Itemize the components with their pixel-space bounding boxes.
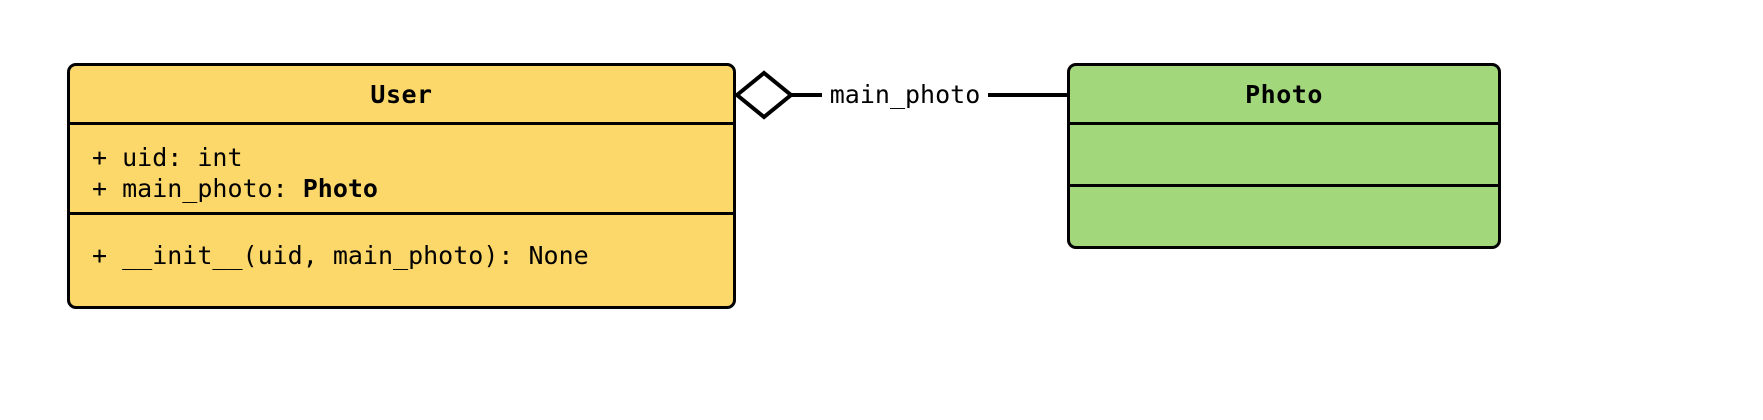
attribute-prefix: + main_photo:: [92, 174, 303, 203]
attribute-row: + uid: int: [92, 143, 243, 172]
association-label: main_photo: [822, 80, 988, 109]
class-attributes-compartment-photo: [1070, 122, 1498, 184]
attribute-row: + main_photo: Photo: [92, 173, 733, 204]
class-name-user: User: [370, 79, 433, 109]
class-methods-compartment-photo: [1070, 184, 1498, 246]
class-name-photo: Photo: [1245, 79, 1323, 109]
association-aggregation-user-photo[interactable]: main_photo: [730, 60, 1075, 132]
class-title-compartment-user: User: [70, 66, 733, 122]
class-box-user[interactable]: User + uid: int + main_photo: Photo + __…: [67, 63, 736, 309]
class-attributes-compartment-user: + uid: int + main_photo: Photo: [70, 122, 733, 212]
class-title-compartment-photo: Photo: [1070, 66, 1498, 122]
aggregation-diamond-icon: [733, 70, 795, 120]
class-methods-compartment-user: + __init__(uid, main_photo): None: [70, 212, 733, 306]
attribute-type-reference: Photo: [302, 174, 378, 203]
method-row: + __init__(uid, main_photo): None: [92, 241, 589, 270]
class-box-photo[interactable]: Photo: [1067, 63, 1501, 249]
